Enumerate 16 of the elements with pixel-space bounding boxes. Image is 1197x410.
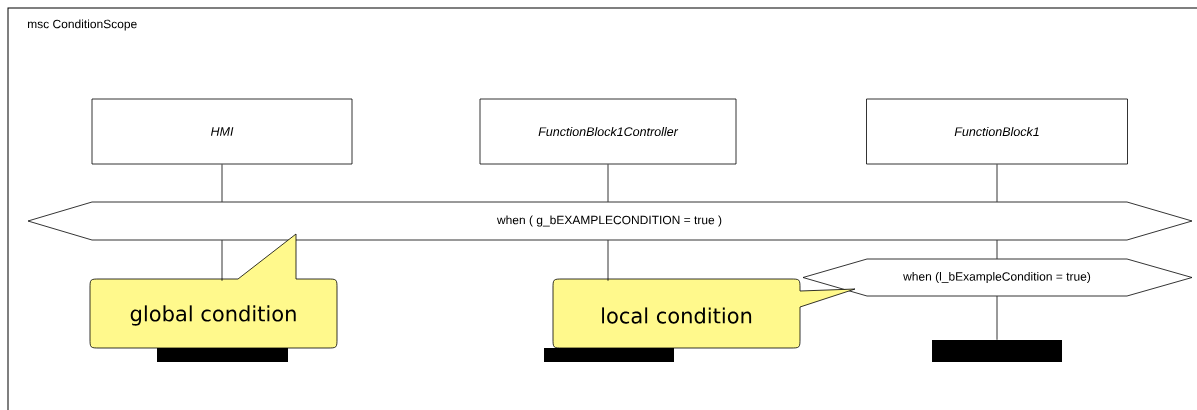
lifeline <box>996 239 998 260</box>
lifeline <box>221 164 223 203</box>
lifeline <box>996 164 998 203</box>
condition-hexagon: when ( g_bEXAMPLECONDITION = true ) <box>27 201 1193 241</box>
callout-bubble: global condition <box>89 233 338 349</box>
diagram-title: msc ConditionScope <box>28 19 137 31</box>
lifeline <box>996 295 998 341</box>
callout-bubble: local condition <box>552 278 856 349</box>
instance-box: HMI <box>91 98 353 165</box>
lifeline <box>607 239 609 282</box>
lifeline-end-bar <box>932 340 1062 362</box>
condition-hexagon: when (l_bExampleCondition = true) <box>802 258 1193 297</box>
lifeline <box>221 239 223 282</box>
instance-box: FunctionBlock1Controller <box>479 98 737 165</box>
instance-box: FunctionBlock1 <box>866 98 1128 165</box>
lifeline <box>607 164 609 203</box>
